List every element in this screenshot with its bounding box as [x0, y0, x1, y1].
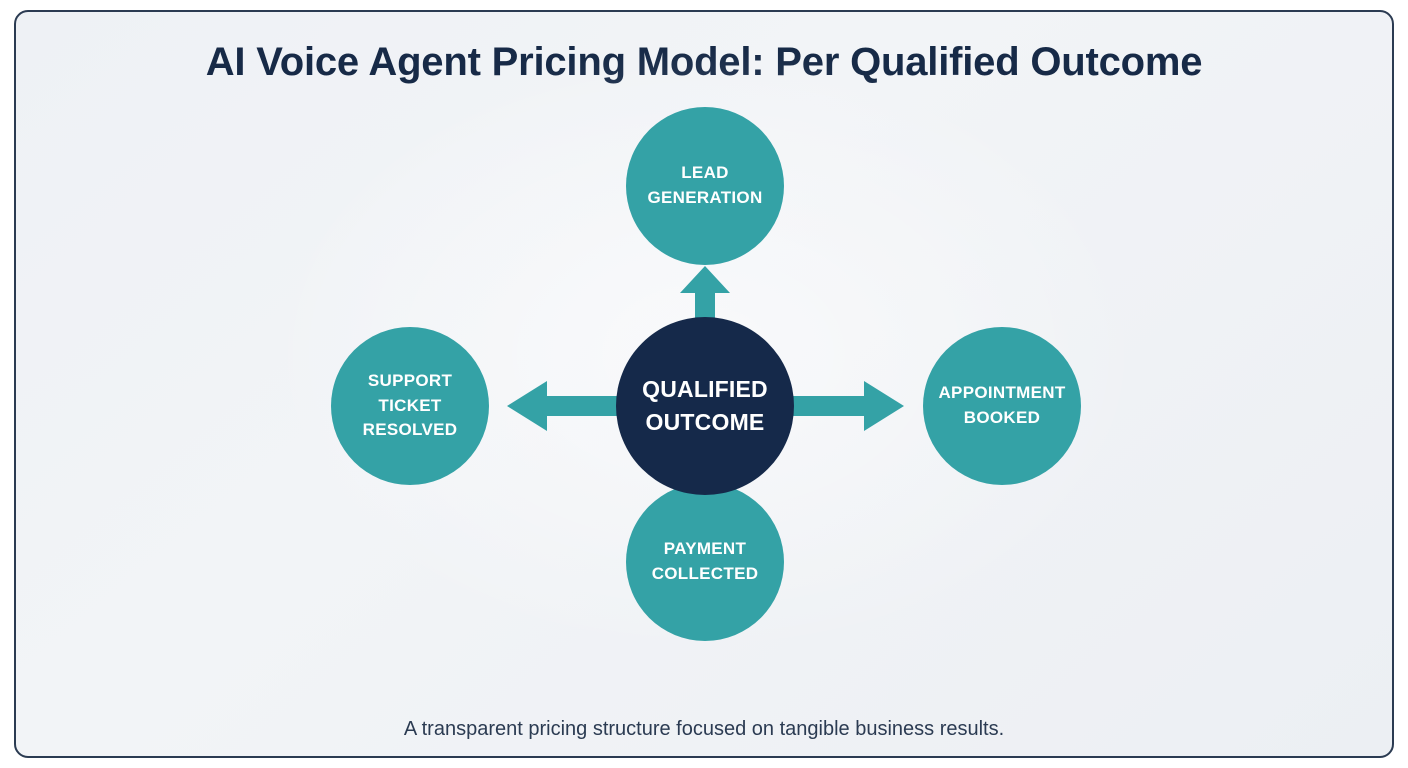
hub-and-spoke-diagram: LEAD GENERATION SUPPORT TICKET RESOLVED … — [16, 12, 1392, 756]
node-lead-generation[interactable]: LEAD GENERATION — [626, 107, 784, 265]
caption: A transparent pricing structure focused … — [403, 718, 1005, 740]
node-qualified-outcome[interactable]: QUALIFIED OUTCOME — [616, 317, 794, 495]
node-payment-collected[interactable]: PAYMENT COLLECTED — [626, 483, 784, 641]
node-lead-generation-label: LEAD GENERATION — [647, 163, 763, 207]
node-support-ticket-resolved[interactable]: SUPPORT TICKET RESOLVED — [331, 327, 489, 485]
page-title: AI Voice Agent Pricing Model: Per Qualif… — [205, 40, 1203, 84]
arrow-right — [778, 381, 904, 431]
arrow-up — [680, 266, 730, 334]
arrow-left — [507, 381, 633, 431]
node-payment-collected-label: PAYMENT COLLECTED — [651, 539, 759, 583]
node-appointment-booked[interactable]: APPOINTMENT BOOKED — [923, 327, 1081, 485]
diagram-frame: AI Voice Agent Pricing Model: Per Qualif… — [14, 10, 1394, 758]
node-qualified-outcome-label: QUALIFIED OUTCOME — [642, 375, 768, 435]
node-appointment-booked-label: APPOINTMENT BOOKED — [938, 383, 1066, 427]
node-support-ticket-resolved-label: SUPPORT TICKET RESOLVED — [362, 371, 458, 440]
